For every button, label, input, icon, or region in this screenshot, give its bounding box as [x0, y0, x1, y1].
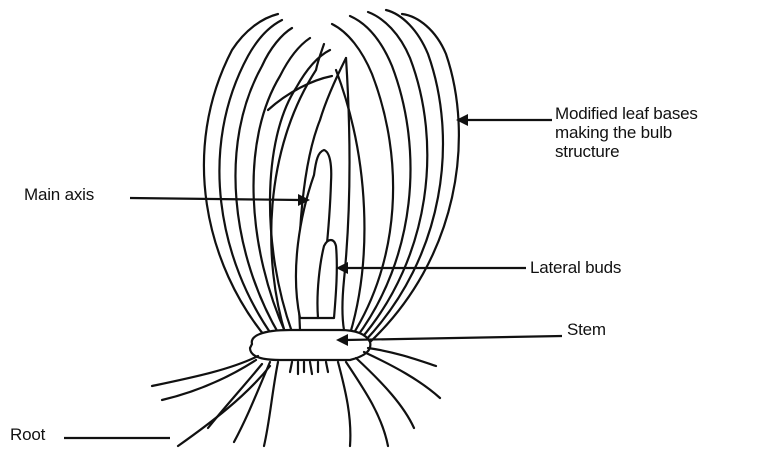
root-label: Root [10, 425, 45, 444]
leaf-bases-label-line: Modified leaf bases [555, 104, 698, 123]
roots [152, 348, 440, 446]
lateral-buds-label: Lateral buds [530, 258, 621, 277]
root-strand [264, 362, 278, 446]
leaf-bases-label-line: making the bulb [555, 123, 698, 142]
root-strand [368, 348, 436, 366]
stem-disc [250, 330, 370, 360]
leaf-base-scale [219, 20, 282, 338]
root-strand [346, 362, 388, 446]
main-axis-label: Main axis [24, 185, 94, 204]
root-strand [290, 362, 328, 374]
leaf-base-scale [364, 10, 443, 342]
leader-line-stem [346, 336, 562, 340]
leader-line-main-axis [130, 198, 300, 200]
leaf-base-scale [204, 14, 278, 340]
leaf-bases-label-line: structure [555, 142, 698, 161]
leaf-base-scale [235, 28, 292, 336]
root-strand [364, 352, 440, 398]
root-strand [152, 356, 258, 386]
leaf-base-scale [336, 70, 364, 334]
root-strand [338, 362, 350, 446]
stem-label: Stem [567, 320, 606, 339]
leaf-bases-label: Modified leaf bases making the bulb stru… [555, 104, 698, 161]
